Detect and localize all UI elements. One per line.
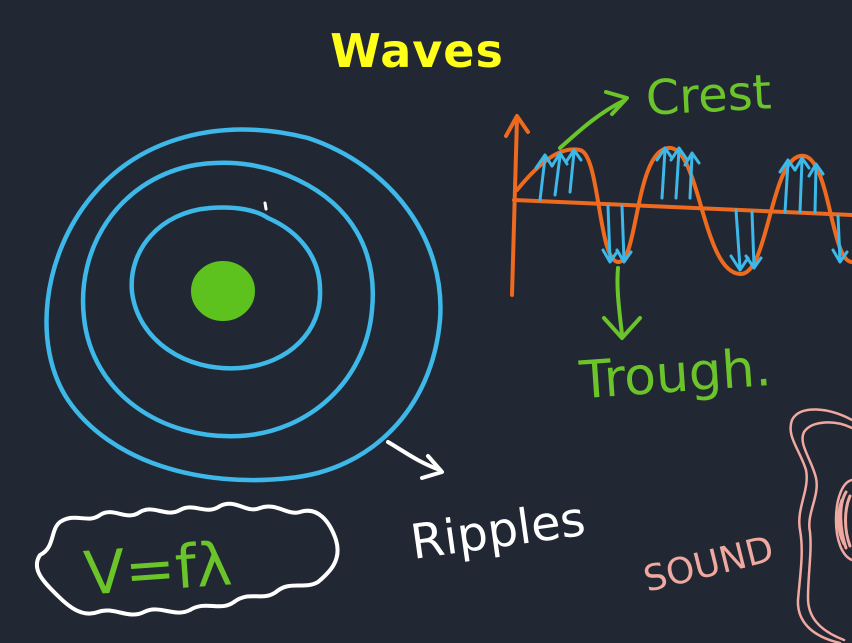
formula-label: V=fλ (82, 529, 234, 609)
wave-y-axis (510, 116, 519, 297)
particle-arrow-down (601, 204, 619, 264)
particle-arrow-down (729, 208, 750, 272)
particle-arrow-up (550, 151, 569, 197)
ear-drawing (789, 408, 852, 643)
particle-arrow-up (669, 146, 688, 200)
sound-label: SOUND (640, 529, 778, 601)
particle-arrow-up (655, 146, 674, 200)
ear-canal (834, 478, 852, 562)
particle-arrow-up (683, 151, 701, 200)
trough-pointer (602, 266, 642, 340)
ripples-pointer-line (386, 440, 442, 472)
formula-cloud (34, 501, 340, 617)
crest-pointer-line (558, 98, 627, 150)
ripples-label: Ripples (407, 491, 589, 571)
pen-mark (263, 201, 268, 211)
particle-arrow-down (615, 204, 633, 264)
wave-y-axis-arrowhead (504, 114, 530, 138)
ripple-ring-middle (80, 160, 376, 439)
wave-x-axis (512, 198, 852, 217)
particle-arrow-down (831, 214, 849, 264)
trough-pointer-head (602, 316, 642, 340)
ripple-source-dot (191, 261, 255, 321)
crest-pointer (558, 90, 629, 150)
particle-arrow-up (564, 148, 583, 194)
ripples-pointer (386, 440, 444, 480)
particle-arrow-up (793, 156, 811, 214)
trough-label: Trough. (577, 338, 773, 411)
ripple-rings (44, 127, 443, 483)
particle-arrows (534, 146, 849, 272)
particle-arrow-up (807, 162, 825, 214)
ear-outer-inner (801, 421, 852, 642)
crest-label: Crest (644, 64, 772, 126)
ear-canal-fill (836, 490, 852, 550)
trough-pointer-line (615, 266, 624, 337)
ripple-ring-outer (44, 127, 443, 483)
diagram-title: Waves (330, 24, 504, 78)
ripples-pointer-head (420, 454, 444, 480)
ripple-ring-inner (129, 205, 323, 371)
particle-arrow-up (778, 158, 797, 214)
crest-pointer-head (604, 90, 629, 116)
ear-outer (789, 408, 852, 643)
particle-arrow-down (744, 210, 763, 270)
particle-arrow-up (534, 153, 554, 202)
